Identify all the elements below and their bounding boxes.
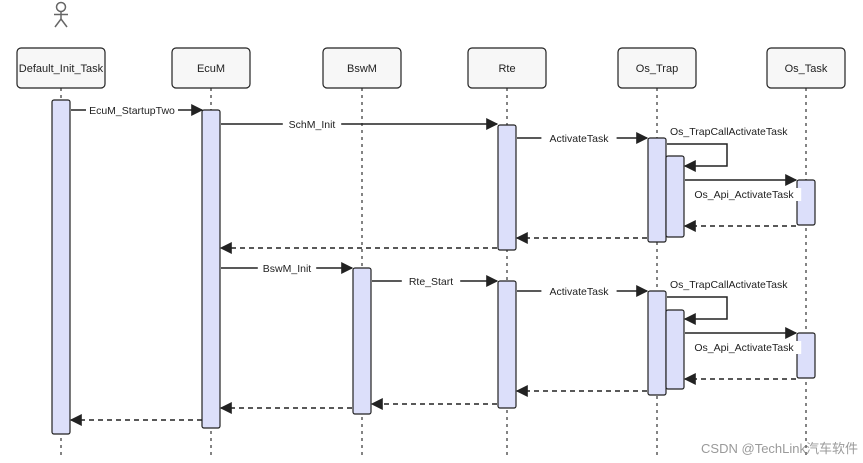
message-m3: ActivateTask [517, 132, 649, 145]
participant-ecum: EcuM [171, 47, 251, 89]
message-label: BswM_Init [263, 263, 312, 275]
activation-rte [497, 124, 517, 251]
watermark: CSDN @TechLink汽车软件 [701, 441, 858, 456]
message-label-bg [668, 278, 805, 291]
participant-box [617, 47, 697, 89]
message-m13: Os_Api_ActivateTask [685, 327, 802, 354]
participant-label: Rte [498, 63, 515, 75]
message-label-bg [257, 262, 317, 275]
activation-bswm [352, 267, 372, 415]
actor-icon [54, 1, 68, 28]
message-label: Os_Api_ActivateTask [694, 189, 794, 201]
self-call-arrow [667, 296, 728, 325]
activations [51, 99, 816, 435]
participant-bswm: BswM [322, 47, 402, 89]
participant-label: EcuM [197, 63, 225, 75]
message-label-bg [541, 132, 617, 145]
activation-os_trap [665, 309, 685, 390]
participant-boxes: Default_Init_Task EcuM BswM Rte Os_Trap Os_Ta… [16, 1, 846, 89]
message-m12: Os_TrapCallActivateTask [667, 278, 805, 325]
message-m9: BswM_Init [221, 262, 354, 275]
participant-os_task: Os_Task [766, 47, 846, 89]
activation-os_trap [647, 137, 667, 243]
message-label: Os_TrapCallActivateTask [670, 279, 788, 291]
activation-rte [497, 280, 517, 409]
message-label-bg [668, 125, 805, 138]
self-call-arrow [667, 143, 728, 172]
message-label: Rte_Start [409, 276, 453, 288]
message-m2: SchM_Init [221, 118, 499, 131]
activation-os_task [796, 179, 816, 226]
message-label-bg [686, 188, 802, 201]
activation-os_trap [665, 155, 685, 238]
activation-os_task [796, 332, 816, 379]
participant-label: BswM [347, 63, 377, 75]
participant-label: Os_Trap [636, 63, 678, 75]
participant-default_init_task: Default_Init_Task [16, 47, 106, 89]
message-label: SchM_Init [289, 119, 336, 131]
activation-os_trap [647, 290, 667, 396]
message-m4: Os_TrapCallActivateTask [667, 125, 805, 172]
participant-label: Os_Task [785, 63, 828, 75]
message-m11: ActivateTask [517, 285, 649, 298]
message-label-bg [282, 118, 342, 131]
participant-box [171, 47, 251, 89]
message-label: ActivateTask [550, 133, 610, 145]
participant-box [16, 47, 106, 89]
message-m5: Os_Api_ActivateTask [685, 174, 802, 201]
participant-rte: Rte [467, 47, 547, 89]
message-label-bg [401, 275, 461, 288]
message-label: Os_Api_ActivateTask [694, 342, 794, 354]
activation-ecum [201, 109, 221, 429]
messages: EcuM_StartupTwoSchM_InitActivateTaskOs_T… [69, 104, 805, 426]
message-label: EcuM_StartupTwo [89, 105, 175, 117]
message-label-bg [541, 285, 617, 298]
message-m1: EcuM_StartupTwo [71, 104, 204, 117]
participant-box [467, 47, 547, 89]
message-label-bg [686, 341, 802, 354]
participant-label: Default_Init_Task [19, 63, 104, 75]
message-m10: Rte_Start [372, 275, 499, 288]
participant-box [322, 47, 402, 89]
activation-default_init_task [51, 99, 71, 435]
participant-box [766, 47, 846, 89]
participant-os_trap: Os_Trap [617, 47, 697, 89]
message-label: Os_TrapCallActivateTask [670, 126, 788, 138]
message-label: ActivateTask [550, 286, 610, 298]
message-label-bg [86, 104, 178, 117]
